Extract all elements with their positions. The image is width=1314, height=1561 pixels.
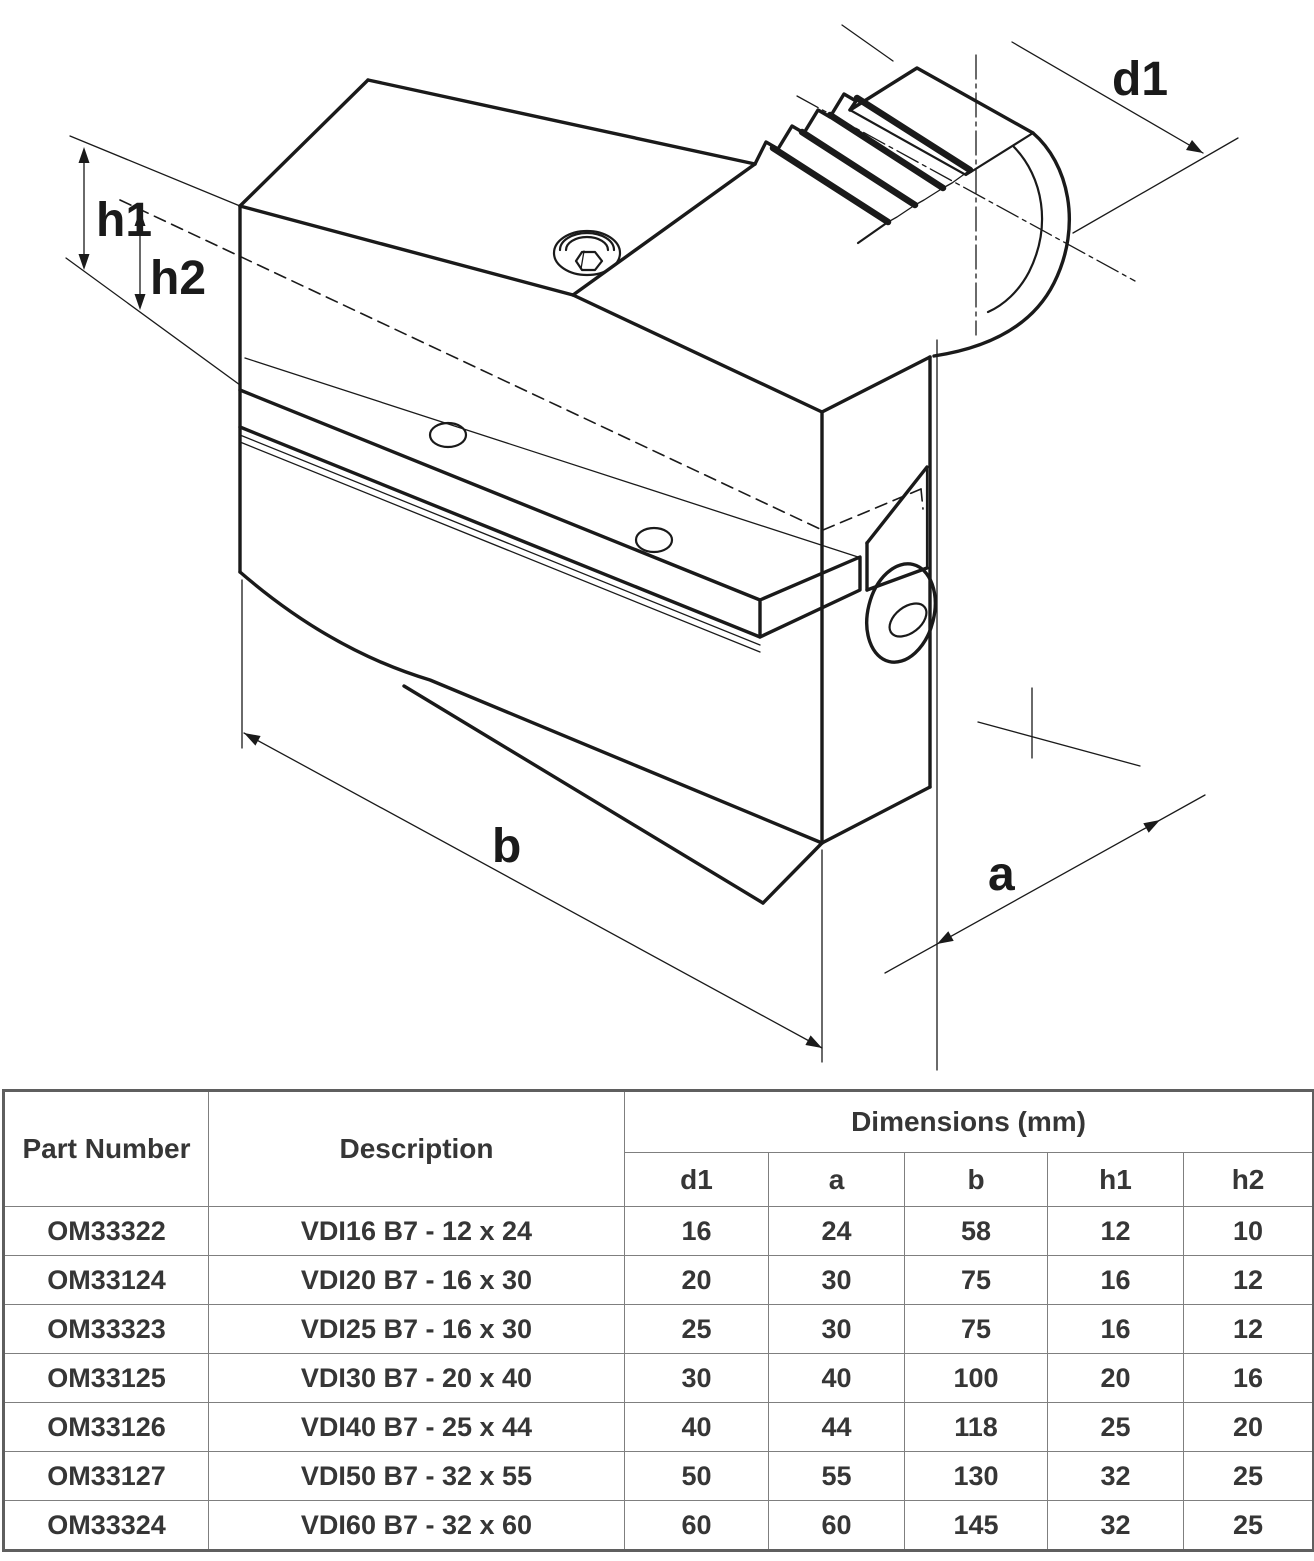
spec-table: Part Number Description Dimensions (mm) … xyxy=(2,1089,1314,1552)
clamp-screw xyxy=(552,229,622,277)
cell-b: 75 xyxy=(904,1255,1048,1305)
cell-description: VDI20 B7 - 16 x 30 xyxy=(208,1255,625,1305)
header-dimensions-group: Dimensions (mm) xyxy=(623,1090,1314,1153)
cell-h1: 32 xyxy=(1047,1500,1184,1551)
cell-h1: 20 xyxy=(1047,1353,1184,1403)
cell-a: 60 xyxy=(768,1500,905,1551)
cell-h1: 32 xyxy=(1047,1451,1184,1501)
cell-h2: 20 xyxy=(1182,1402,1314,1452)
cell-h2: 16 xyxy=(1182,1353,1314,1403)
cell-d1: 60 xyxy=(624,1500,769,1551)
cell-h1: 25 xyxy=(1047,1402,1184,1452)
cell-b: 118 xyxy=(904,1402,1048,1452)
cell-b: 145 xyxy=(904,1500,1048,1551)
header-d1: d1 xyxy=(624,1152,769,1207)
cell-d1: 40 xyxy=(624,1402,769,1452)
table-row: OM33323 VDI25 B7 - 16 x 30 25 30 75 16 1… xyxy=(3,1304,1314,1354)
table-row: OM33324 VDI60 B7 - 32 x 60 60 60 145 32 … xyxy=(3,1500,1314,1551)
cell-a: 30 xyxy=(768,1255,905,1305)
cell-d1: 50 xyxy=(624,1451,769,1501)
dim-a: a xyxy=(884,339,1206,1071)
cell-description: VDI50 B7 - 32 x 55 xyxy=(208,1451,625,1501)
cell-a: 30 xyxy=(768,1304,905,1354)
dim-label-d1: d1 xyxy=(1112,53,1168,106)
wedge-top-face xyxy=(238,78,824,414)
table-header-row-2: d1 a b h1 h2 xyxy=(4,1152,1314,1207)
cell-part: OM33125 xyxy=(3,1353,209,1403)
header-description: Description xyxy=(208,1090,625,1207)
cell-a: 44 xyxy=(768,1402,905,1452)
cell-a: 24 xyxy=(768,1206,905,1256)
cell-d1: 30 xyxy=(624,1353,769,1403)
cell-part: OM33324 xyxy=(3,1500,209,1551)
cell-h1: 12 xyxy=(1047,1206,1184,1256)
header-h1: h1 xyxy=(1047,1152,1184,1207)
cell-part: OM33124 xyxy=(3,1255,209,1305)
body-and-seat-strip xyxy=(119,199,862,905)
cell-b: 100 xyxy=(904,1353,1048,1403)
cell-h2: 25 xyxy=(1182,1500,1314,1551)
center-lines xyxy=(796,54,1136,336)
dim-h2: h2 xyxy=(134,210,206,310)
right-block xyxy=(820,355,937,845)
dim-b: b xyxy=(241,579,823,1063)
dim-label-b: b xyxy=(492,820,521,873)
cell-h2: 10 xyxy=(1182,1206,1314,1256)
cell-h1: 16 xyxy=(1047,1304,1184,1354)
cell-b: 58 xyxy=(904,1206,1048,1256)
table-row: OM33126 VDI40 B7 - 25 x 44 40 44 118 25 … xyxy=(3,1402,1314,1452)
table-row: OM33125 VDI30 B7 - 20 x 40 30 40 100 20 … xyxy=(3,1353,1314,1403)
dim-d1: d1 xyxy=(841,24,1239,234)
cell-part: OM33323 xyxy=(3,1304,209,1354)
cell-description: VDI60 B7 - 32 x 60 xyxy=(208,1500,625,1551)
cell-part: OM33127 xyxy=(3,1451,209,1501)
cell-d1: 25 xyxy=(624,1304,769,1354)
tool-holder-drawing: h1 h2 d1 b a xyxy=(65,24,1239,1071)
cell-d1: 16 xyxy=(624,1206,769,1256)
table-row: OM33124 VDI20 B7 - 16 x 30 20 30 75 16 1… xyxy=(3,1255,1314,1305)
cell-h2: 12 xyxy=(1182,1255,1314,1305)
header-h2: h2 xyxy=(1182,1152,1314,1207)
dim-label-a: a xyxy=(988,848,1015,901)
dim-label-h1: h1 xyxy=(96,194,152,247)
header-a: a xyxy=(768,1152,905,1207)
cell-b: 130 xyxy=(904,1451,1048,1501)
dim-label-h2: h2 xyxy=(150,252,206,305)
cell-a: 40 xyxy=(768,1353,905,1403)
cell-description: VDI40 B7 - 25 x 44 xyxy=(208,1402,625,1452)
cell-part: OM33322 xyxy=(3,1206,209,1256)
cell-h2: 25 xyxy=(1182,1451,1314,1501)
table-row: OM33322 VDI16 B7 - 12 x 24 16 24 58 12 1… xyxy=(3,1206,1314,1256)
cell-description: VDI30 B7 - 20 x 40 xyxy=(208,1353,625,1403)
serrated-shank xyxy=(753,66,1072,358)
table-header-row-1: Part Number Description Dimensions (mm) xyxy=(3,1090,1314,1207)
cell-h1: 16 xyxy=(1047,1255,1184,1305)
cell-description: VDI25 B7 - 16 x 30 xyxy=(208,1304,625,1354)
header-part-number: Part Number xyxy=(3,1090,209,1207)
cell-d1: 20 xyxy=(624,1255,769,1305)
cell-description: VDI16 B7 - 12 x 24 xyxy=(208,1206,625,1256)
cell-h2: 12 xyxy=(1182,1304,1314,1354)
table-row: OM33127 VDI50 B7 - 32 x 55 50 55 130 32 … xyxy=(3,1451,1314,1501)
cell-a: 55 xyxy=(768,1451,905,1501)
cell-b: 75 xyxy=(904,1304,1048,1354)
header-b: b xyxy=(904,1152,1048,1207)
cell-part: OM33126 xyxy=(3,1402,209,1452)
